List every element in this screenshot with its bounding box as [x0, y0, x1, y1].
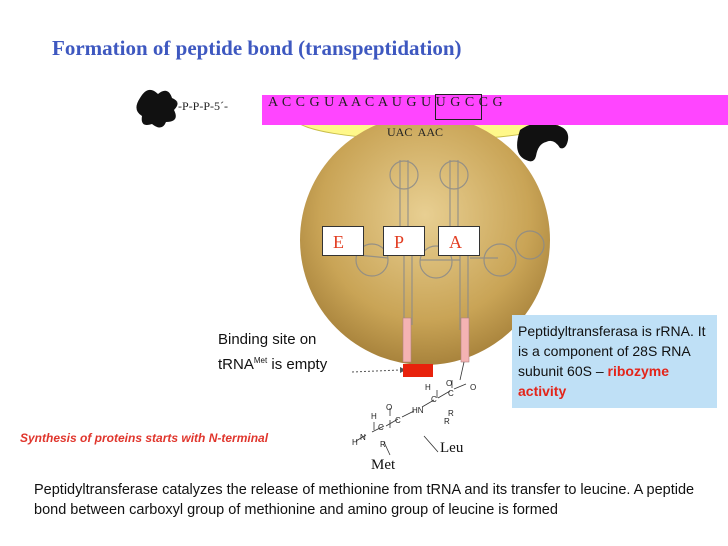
peptidyltransferase-info-box: Peptidyltransferasa is rRNA. It is a com… — [512, 315, 717, 408]
svg-text:R: R — [448, 409, 454, 418]
trna-anticodons: UAC AAC — [387, 125, 444, 139]
svg-text:O: O — [386, 403, 392, 412]
dipeptide-structure-icon — [355, 361, 467, 456]
svg-text:C: C — [448, 389, 454, 398]
info-box-text: Peptidyltransferasa is rRNA. It is a com… — [518, 323, 706, 379]
svg-text:HN: HN — [412, 406, 424, 415]
svg-text:H: H — [352, 438, 358, 447]
ribozyme-activity-highlight: ribozyme activity — [518, 363, 669, 399]
e-site-label: E — [322, 226, 364, 256]
large-subunit — [300, 115, 550, 365]
svg-text:N: N — [360, 433, 366, 442]
svg-text:O: O — [446, 379, 452, 388]
binding-arrow — [351, 369, 401, 373]
svg-text:C: C — [431, 395, 437, 404]
svg-text:H: H — [425, 383, 431, 392]
synthesis-note: Synthesis of proteins starts with N-term… — [20, 431, 269, 445]
svg-text:O: O — [470, 383, 476, 392]
empty-binding-site-marker — [403, 364, 433, 377]
trna-a-stem — [460, 317, 470, 363]
svg-text:R: R — [444, 417, 450, 426]
leucine-label: Leu — [440, 440, 464, 456]
mrna-strand — [262, 95, 728, 125]
cap-blob-icon — [136, 89, 178, 128]
svg-text:R: R — [380, 440, 386, 449]
svg-text:C: C — [378, 423, 384, 432]
mrna-sequence: A C C G U A A C A U G U U G C C G — [268, 95, 504, 110]
a-site-codon-box — [435, 94, 482, 120]
trna-p-stem — [402, 317, 412, 363]
explanation-text: Peptidyltransferase catalyzes the releas… — [34, 482, 695, 518]
p-site-label: P — [383, 226, 425, 256]
binding-note-line1: Binding site on — [218, 331, 317, 348]
svg-text:H: H — [371, 412, 377, 421]
binding-site-note: Binding site on tRNAMet is empty — [218, 329, 327, 375]
svg-text:C: C — [395, 416, 401, 425]
blob-right-icon — [517, 122, 569, 162]
slide-title: Formation of peptide bond (transpeptidat… — [52, 36, 462, 60]
binding-note-line2: tRNAMet is empty — [218, 356, 328, 373]
a-site-label: A — [438, 226, 480, 256]
methionine-label: Met — [371, 457, 396, 473]
mrna-5-prime-cap: ´-P-P-P-5´- — [174, 99, 228, 113]
